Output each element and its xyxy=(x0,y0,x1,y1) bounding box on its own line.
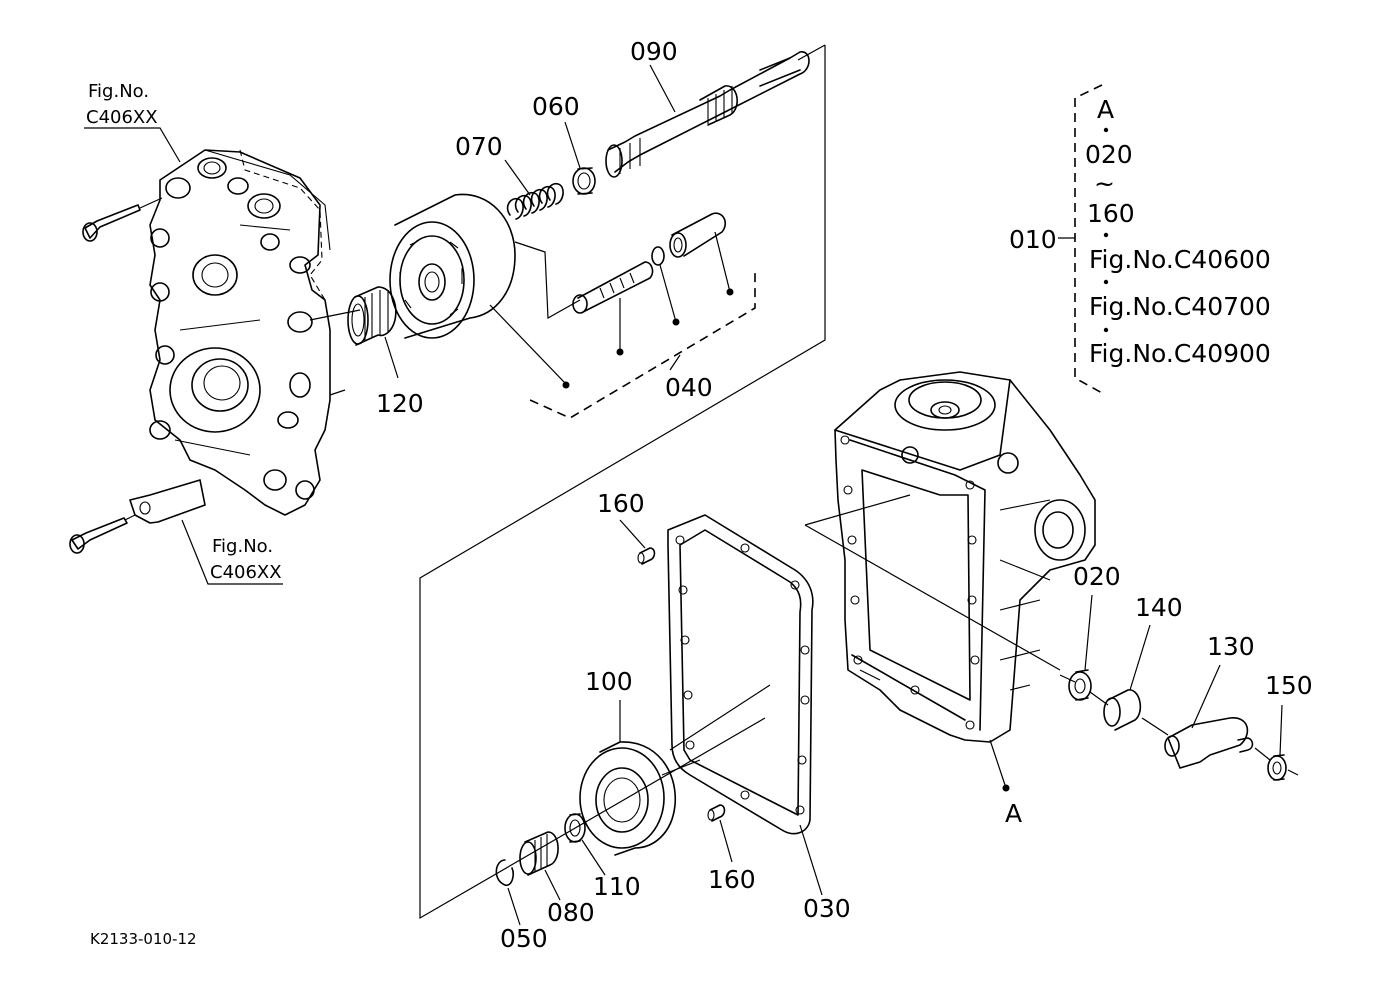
label-070: 070 xyxy=(455,132,503,161)
bracket-item-fig-c40600: Fig.No.C40600 xyxy=(1089,245,1271,274)
hex-bolt-lower xyxy=(69,517,128,554)
oil-seal-100 xyxy=(579,684,771,856)
fig-ref-upper-number: C406XX xyxy=(86,107,158,128)
fig-ref-lower-number: C406XX xyxy=(210,562,282,583)
part-number-labels: 010 020 030 040 050 060 070 080 090 100 … xyxy=(376,37,1313,953)
needle-bearing-120 xyxy=(347,286,399,379)
dowel-pin-lower xyxy=(707,804,733,863)
label-150: 150 xyxy=(1265,671,1313,700)
circlip-050 xyxy=(495,859,521,926)
label-120: 120 xyxy=(376,389,424,418)
spring-070 xyxy=(504,159,564,220)
main-transmission-case xyxy=(804,371,1096,792)
washer-020 xyxy=(1068,594,1093,701)
dowel-pin-upper xyxy=(619,519,656,565)
nut-150 xyxy=(1267,704,1287,781)
bracket-item-160: 160 xyxy=(1087,199,1135,228)
diagram-code: K2133-010-12 xyxy=(90,930,197,948)
input-shaft xyxy=(605,51,810,178)
shaft-axis-line xyxy=(1059,674,1299,776)
spacer-110 xyxy=(564,813,606,876)
needle-bearing-080 xyxy=(519,831,561,901)
fig-ref-lower-label: Fig.No. xyxy=(212,536,273,557)
bracket-item-tilde: ~ xyxy=(1094,169,1115,198)
label-040: 040 xyxy=(665,373,713,402)
hex-bolt-upper xyxy=(82,197,163,242)
label-060: 060 xyxy=(532,92,580,121)
bracket-item-fig-c40900: Fig.No.C40900 xyxy=(1089,339,1271,368)
label-160-upper: 160 xyxy=(597,489,645,518)
label-130: 130 xyxy=(1207,632,1255,661)
assembly-bracket-010: A 020 ~ 160 Fig.No.C40600 Fig.No.C40700 … xyxy=(1058,84,1271,394)
label-050: 050 xyxy=(500,924,548,953)
cylinder-block xyxy=(389,193,570,389)
bushing-140 xyxy=(1103,624,1151,731)
o-ring xyxy=(651,246,680,326)
bracket-item-a: A xyxy=(1097,95,1114,124)
gasket xyxy=(667,514,823,896)
label-020: 020 xyxy=(1073,562,1121,591)
fig-ref-upper-label: Fig.No. xyxy=(88,81,149,102)
bracket-item-020: 020 xyxy=(1085,140,1133,169)
label-030: 030 xyxy=(803,894,851,923)
valve-plate-housing xyxy=(149,149,331,516)
fig-ref-lower: Fig.No. C406XX xyxy=(181,519,283,585)
label-110: 110 xyxy=(593,872,641,901)
label-140: 140 xyxy=(1135,593,1183,622)
lever-arm-130 xyxy=(1164,664,1254,769)
label-100: 100 xyxy=(585,667,633,696)
sleeve xyxy=(669,212,734,296)
label-010: 010 xyxy=(1009,225,1057,254)
plate-clip xyxy=(124,479,206,524)
assy-040-bracket xyxy=(514,241,756,419)
washer-060 xyxy=(564,121,596,195)
label-090: 090 xyxy=(630,37,678,66)
piston-rod xyxy=(572,261,654,356)
label-160-lower: 160 xyxy=(708,865,756,894)
fig-ref-upper: Fig.No. C406XX xyxy=(84,81,181,163)
label-080: 080 xyxy=(547,898,595,927)
assembly-frame xyxy=(309,44,826,920)
bracket-item-fig-c40700: Fig.No.C40700 xyxy=(1089,292,1271,321)
label-point-a: A xyxy=(1005,799,1022,828)
